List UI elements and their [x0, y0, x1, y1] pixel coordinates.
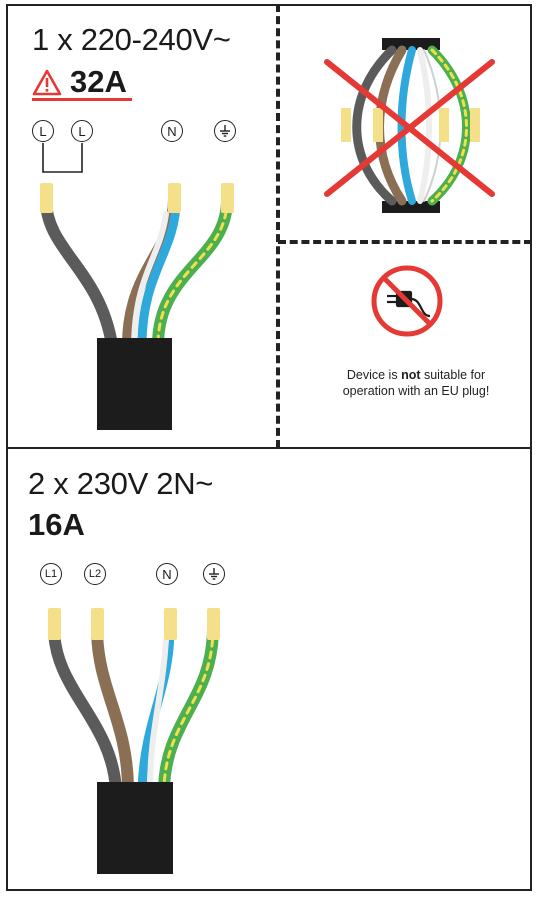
wire-white	[131, 211, 169, 348]
dashed-divider-horizontal	[278, 240, 532, 244]
eu-plug-notice: Device is not suitable for operation wit…	[342, 368, 490, 398]
terminal-L-2: L	[71, 120, 93, 142]
wire-blue	[137, 195, 181, 350]
warning-triangle-icon	[32, 69, 62, 95]
dashed-divider-vertical	[276, 4, 280, 448]
cable-jacket-2	[97, 782, 173, 874]
section2-voltage: 2 x 230V 2N~	[28, 466, 214, 501]
L-bridge	[42, 143, 83, 173]
terminal-L-1: L	[32, 120, 54, 142]
wire-yellow-stripe	[156, 198, 229, 347]
wire-brown-2	[91, 622, 134, 796]
sleeve-2	[168, 183, 181, 213]
sleeve-1	[40, 183, 53, 213]
section1-current: 32A	[70, 64, 127, 99]
terminal-L1: L1	[40, 563, 62, 585]
section-divider	[6, 447, 532, 449]
wire-gray	[40, 194, 118, 351]
section2-current: 16A	[28, 507, 85, 542]
wire-gray-2	[48, 622, 122, 796]
wire-white-2	[147, 637, 169, 793]
section1-voltage: 1 x 220-240V~	[32, 22, 231, 57]
sleeve-3	[221, 183, 234, 213]
section1-current-underline	[32, 98, 132, 101]
terminal-L2: L2	[84, 563, 106, 585]
terminal-N: N	[161, 120, 183, 142]
earth-icon	[214, 120, 236, 142]
earth-icon	[203, 563, 225, 585]
section1-current-group: 32A	[32, 64, 127, 100]
terminal-N-2: N	[156, 563, 178, 585]
cross-line-2	[324, 59, 495, 197]
wire-yellow-stripe-2	[162, 626, 215, 792]
cable-jacket	[97, 338, 172, 430]
